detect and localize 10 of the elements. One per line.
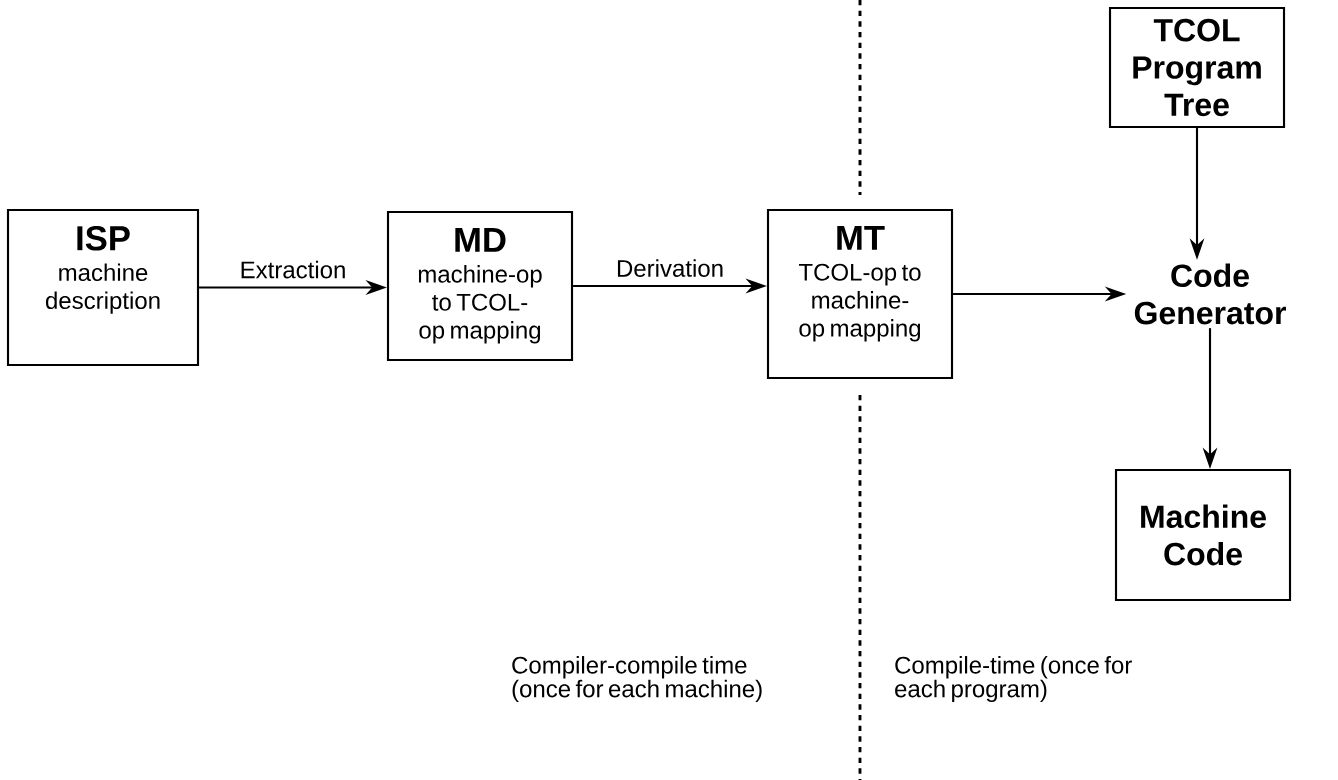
- process-box: MT TCOL-op to machine-op mapping: [766, 208, 954, 380]
- edge-label: Derivation: [613, 256, 727, 280]
- note-text: Compile-time (once for each program): [895, 656, 1132, 703]
- note-text: Compiler-compile time (once for each machine): [512, 656, 762, 703]
- process-box: MD machine-op to TCOL-op mapping: [386, 210, 574, 362]
- process-label: Code Generator: [1134, 263, 1286, 325]
- process-box: Machine Code: [1114, 468, 1292, 602]
- edge-label: Extraction: [237, 258, 350, 282]
- process-box: ISP machine description: [6, 208, 200, 367]
- process-box: TCOL Program Tree: [1108, 6, 1286, 129]
